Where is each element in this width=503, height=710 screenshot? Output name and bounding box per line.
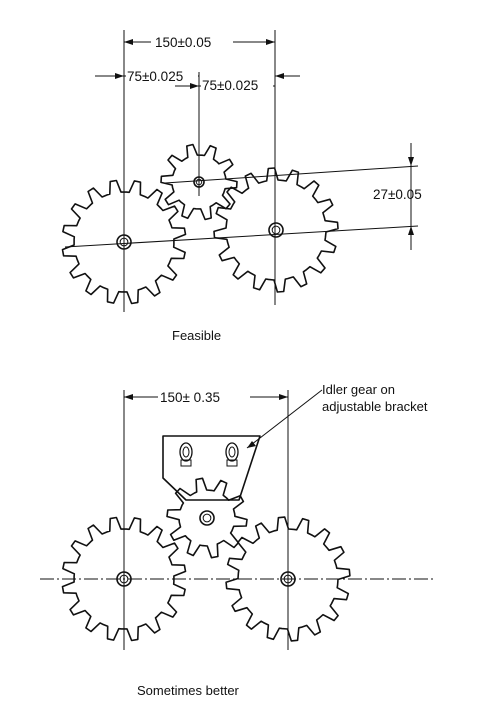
dim-left-half: 75±0.025 xyxy=(127,69,183,84)
arrowhead xyxy=(275,73,284,79)
gear-outline xyxy=(225,516,351,642)
arrowhead xyxy=(279,394,288,400)
arrowhead xyxy=(124,39,133,45)
gear-bore xyxy=(268,222,284,238)
arrowhead xyxy=(124,394,133,400)
gear-outline xyxy=(61,516,187,642)
gear-bore-inner xyxy=(271,225,281,235)
sometimes-better-figure: 150± 0.35 Idler gear on adjustable brack… xyxy=(40,382,435,698)
arrowhead xyxy=(408,226,414,235)
dim-right-half: 75±0.025 xyxy=(202,78,258,93)
note-idler-line1: Idler gear on xyxy=(322,382,395,397)
idler-gear xyxy=(166,477,248,559)
gear-outline xyxy=(61,179,187,305)
leader-line xyxy=(246,389,323,449)
arrowhead xyxy=(190,83,199,89)
gear-bore-inner xyxy=(202,513,212,523)
arrowhead xyxy=(115,73,124,79)
arrowhead xyxy=(266,39,275,45)
adjustable-bracket xyxy=(162,435,261,501)
caption-feasible: Feasible xyxy=(172,328,221,343)
gear-bore xyxy=(199,510,215,526)
dim-center-distance: 150±0.05 xyxy=(155,35,211,50)
note-idler-line2: adjustable bracket xyxy=(322,399,428,414)
dim-offset: 27±0.05 xyxy=(373,187,422,202)
gear-outline xyxy=(166,477,248,559)
arrowhead xyxy=(247,441,256,448)
feasible-figure: 150±0.05 75±0.025 75±0.025 27±0.05 Feasi… xyxy=(61,30,422,343)
centerline-upper xyxy=(164,165,419,184)
right-gear xyxy=(213,167,339,293)
centerline-lower xyxy=(64,225,419,248)
gear-outline xyxy=(213,167,339,293)
dim-center-distance-bottom: 150± 0.35 xyxy=(160,390,220,405)
arrowhead xyxy=(408,157,414,166)
bracket-bolt-right xyxy=(225,442,239,467)
bracket-bolt-left xyxy=(179,442,193,467)
gear-outline xyxy=(160,143,238,221)
caption-sometimes-better: Sometimes better xyxy=(137,683,240,698)
